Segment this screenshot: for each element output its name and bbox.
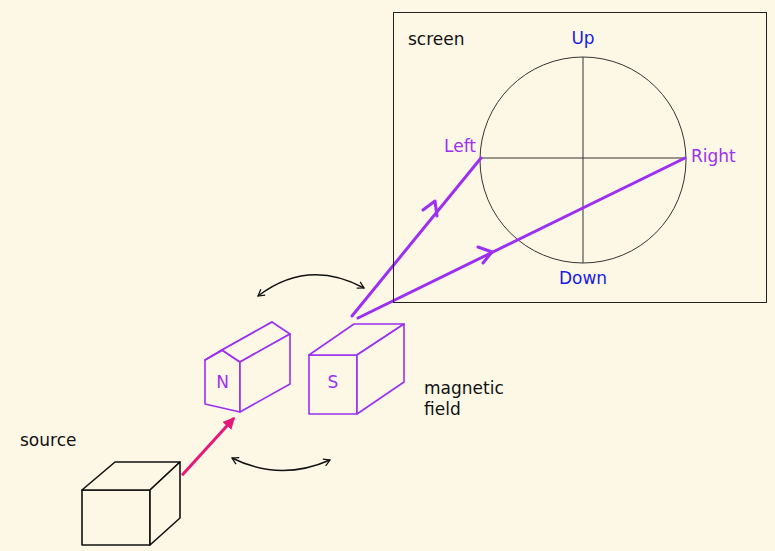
crosshair (583, 57, 584, 263)
annotation: magnetic field (424, 378, 506, 421)
outline-face (309, 355, 357, 414)
outline-face (150, 462, 180, 545)
south-pole-magnet: S (307, 322, 407, 415)
source-box: source (80, 460, 182, 547)
direction-label: Down (543, 268, 623, 289)
node-label: S (328, 372, 339, 392)
text-holder: N (205, 372, 240, 392)
beam-arrowhead (423, 201, 437, 216)
north-pole-magnet-outline (200, 322, 295, 415)
beam-connector (182, 418, 234, 475)
direction-label: Right (691, 146, 767, 167)
outline-face (357, 324, 404, 414)
south-pole-magnet-outline (307, 322, 407, 415)
target-circle (480, 57, 686, 263)
direction-label: Left (396, 136, 476, 157)
node-label: N (216, 372, 229, 392)
outline-face (240, 334, 290, 412)
rotation-arrow (232, 458, 330, 471)
node-label: source (20, 430, 76, 450)
north-pole-magnet: N (200, 322, 295, 415)
source-box-outline (80, 460, 182, 547)
outline-face (82, 490, 150, 545)
beam (358, 158, 685, 318)
node-label: screen (408, 29, 465, 49)
beam (352, 158, 481, 316)
text-holder: source (20, 430, 76, 450)
rotation-arrow (258, 275, 364, 296)
text-holder: S (309, 372, 357, 392)
beam-arrowhead (478, 247, 492, 263)
direction-label: Up (543, 28, 623, 49)
text-holder: screen (408, 29, 465, 49)
